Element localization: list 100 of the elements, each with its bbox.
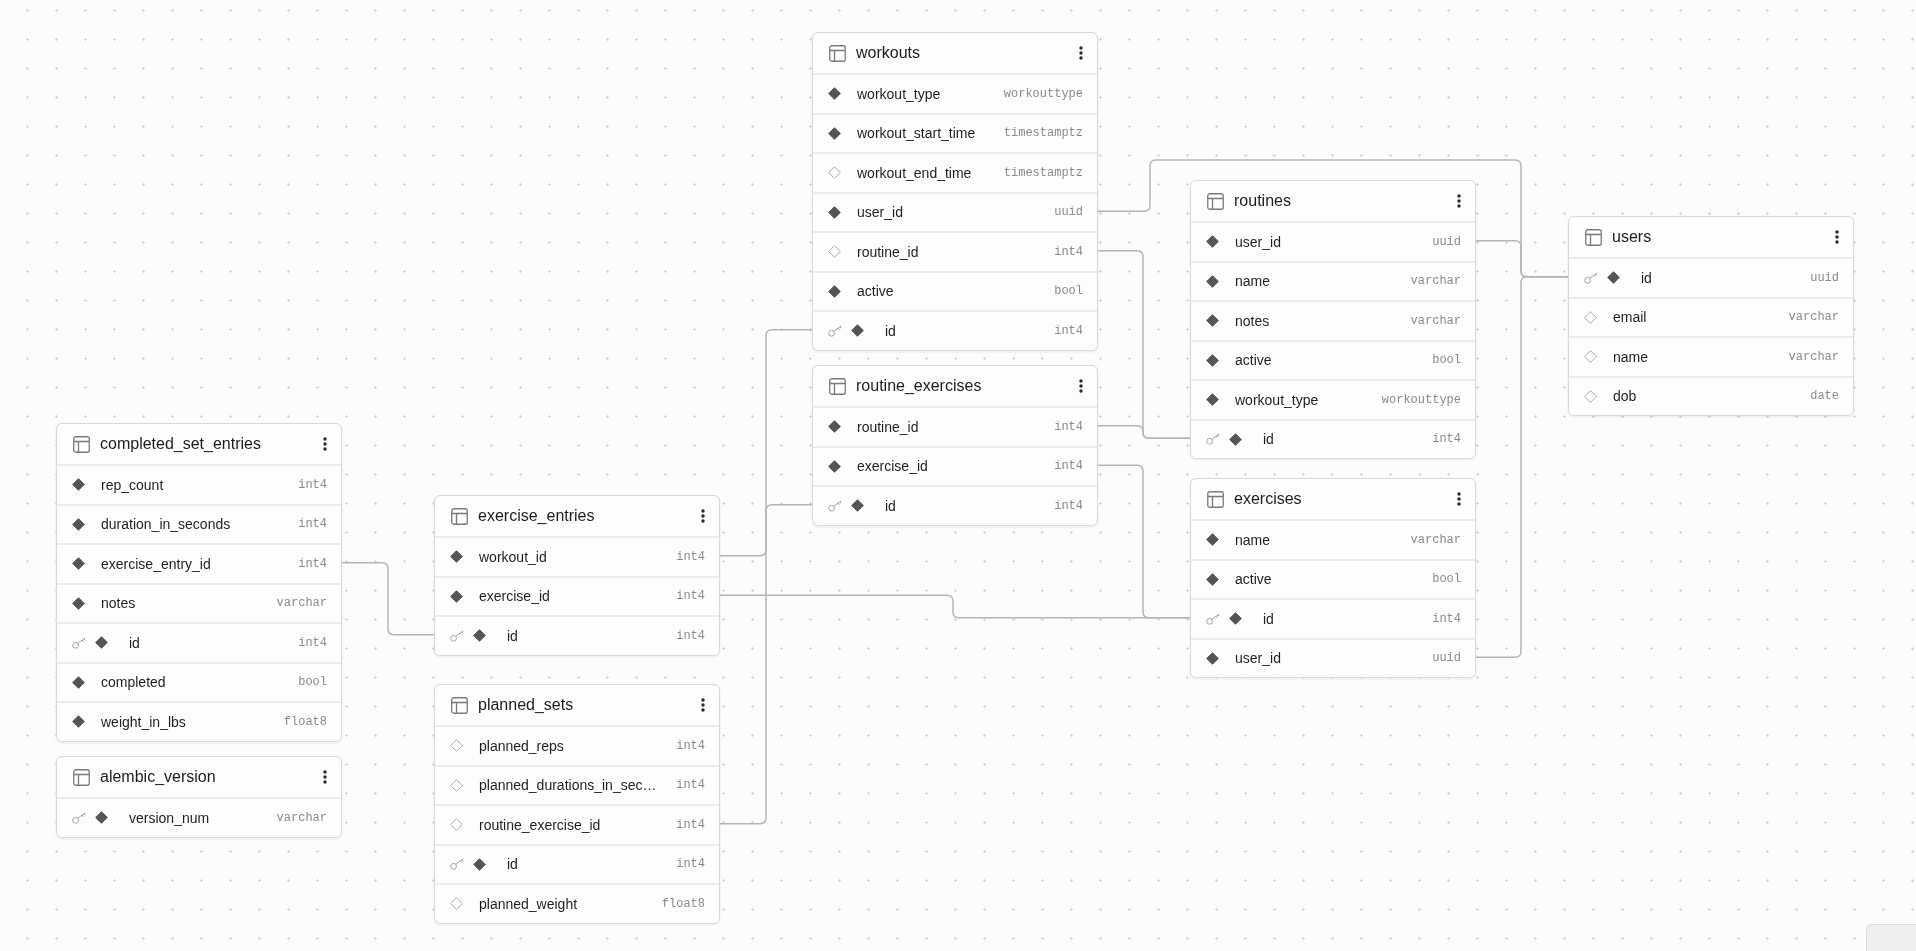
table-card — [812, 32, 1098, 351]
relationship-line — [1474, 276, 1570, 658]
column-row — [813, 445, 1097, 485]
table-name: alembic_version — [100, 768, 216, 786]
column-type: bool — [1431, 353, 1461, 368]
column-row — [1569, 375, 1853, 415]
column-row — [435, 615, 719, 655]
column-type: int4 — [675, 589, 705, 604]
column-name: workout_type — [1235, 391, 1319, 408]
column-name: exercise_entry_id — [101, 555, 211, 572]
table-name: completed_set_entries — [100, 435, 261, 453]
column-row — [1191, 300, 1475, 340]
column-name: planned_weight — [479, 895, 578, 912]
column-name: duration_in_seconds — [101, 516, 231, 533]
column-row — [1569, 296, 1853, 336]
column-name: email — [1613, 309, 1647, 326]
table-name: workouts — [856, 44, 921, 62]
column-row — [813, 112, 1097, 152]
column-row — [813, 406, 1097, 446]
table-name: users — [1612, 228, 1652, 246]
column-name: id — [1263, 431, 1274, 448]
column-type: int4 — [297, 556, 327, 571]
column-row — [435, 843, 719, 883]
column-type: int4 — [1053, 419, 1083, 434]
column-type: varchar — [1409, 532, 1461, 547]
column-row — [813, 485, 1097, 525]
column-row — [435, 536, 719, 576]
column-name: workout_type — [857, 85, 941, 102]
column-type: int4 — [1053, 244, 1083, 259]
column-type: int4 — [1053, 323, 1083, 338]
column-name: version_num — [129, 809, 210, 826]
column-row — [1191, 418, 1475, 458]
column-type: varchar — [275, 596, 327, 611]
column-type: date — [1809, 389, 1839, 404]
column-name: weight_in_lbs — [101, 713, 186, 730]
column-row — [1191, 558, 1475, 598]
column-name: planned_reps — [479, 737, 564, 754]
column-row — [813, 191, 1097, 231]
column-type: varchar — [1409, 274, 1461, 289]
column-type: bool — [1053, 284, 1083, 299]
column-row — [57, 661, 341, 701]
column-type: varchar — [1787, 349, 1839, 364]
column-name: user_id — [1235, 650, 1281, 667]
column-name: id — [1641, 269, 1652, 286]
column-type: varchar — [1409, 313, 1461, 328]
column-row — [435, 804, 719, 844]
column-name: name — [1613, 348, 1649, 365]
column-row — [57, 543, 341, 583]
column-row — [1569, 336, 1853, 376]
column-row — [813, 152, 1097, 192]
table-card — [1568, 216, 1854, 416]
column-name: planned_durations_in_sec… — [479, 777, 657, 794]
table-name: exercises — [1234, 490, 1302, 508]
column-name: routine_id — [857, 243, 919, 260]
column-type: timestamptz — [1002, 126, 1083, 141]
column-row — [813, 310, 1097, 350]
relationship-line — [340, 562, 436, 636]
column-row — [435, 575, 719, 615]
column-type: varchar — [1787, 310, 1839, 325]
column-row — [57, 464, 341, 504]
table-name: routines — [1234, 192, 1291, 210]
column-name: id — [507, 856, 518, 873]
column-type: float8 — [282, 714, 327, 729]
column-type: int4 — [675, 628, 705, 643]
column-type: int4 — [1053, 459, 1083, 474]
relationship-line — [1096, 464, 1192, 619]
column-name: rep_count — [101, 476, 164, 493]
column-type: int4 — [297, 635, 327, 650]
column-name: routine_id — [857, 418, 919, 435]
column-name: workout_start_time — [857, 125, 976, 142]
column-row — [57, 582, 341, 622]
column-type: int4 — [1431, 432, 1461, 447]
table-card — [1190, 478, 1476, 678]
column-type: varchar — [275, 810, 327, 825]
table-card — [434, 684, 720, 924]
column-type: int4 — [675, 857, 705, 872]
column-name: workout_end_time — [857, 164, 972, 181]
column-name: dob — [1613, 388, 1637, 405]
column-type: int4 — [297, 477, 327, 492]
column-row — [435, 764, 719, 804]
column-name: id — [885, 322, 896, 339]
column-name: completed — [101, 674, 166, 691]
column-type: uuid — [1431, 234, 1461, 249]
column-name: workout_id — [479, 548, 547, 565]
column-type: bool — [1431, 572, 1461, 587]
table-card — [1190, 180, 1476, 459]
column-type: int4 — [675, 549, 705, 564]
column-type: uuid — [1809, 270, 1839, 285]
column-type: workouttype — [1002, 86, 1083, 101]
table-name: exercise_entries — [478, 507, 595, 525]
column-type: int4 — [297, 517, 327, 532]
column-type: timestamptz — [1002, 165, 1083, 180]
column-name: routine_exercise_id — [479, 816, 601, 833]
column-row — [813, 231, 1097, 271]
column-row — [813, 73, 1097, 113]
column-name: id — [885, 497, 896, 514]
column-row — [57, 503, 341, 543]
column-type: int4 — [675, 738, 705, 753]
column-row — [57, 797, 341, 837]
column-name: name — [1235, 531, 1271, 548]
